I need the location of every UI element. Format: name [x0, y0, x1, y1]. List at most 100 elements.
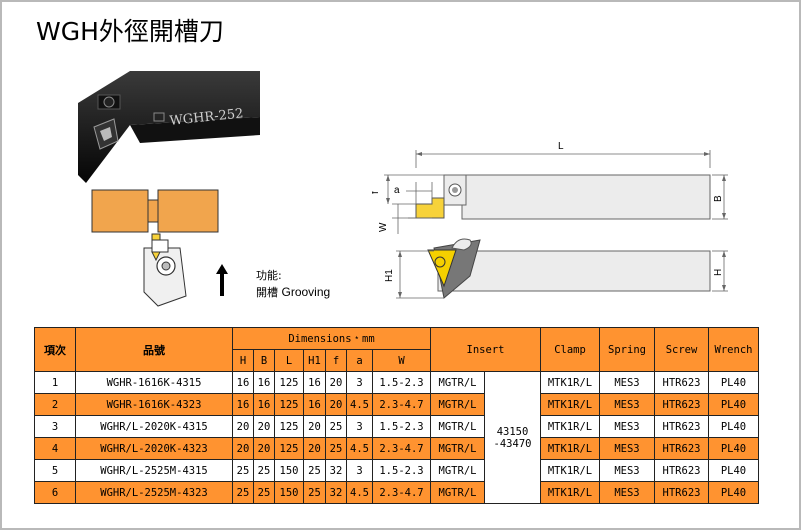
cell-B: 25	[253, 481, 275, 504]
cell-B: 16	[253, 371, 275, 394]
frame-right-border	[799, 0, 801, 530]
dim-L-label: L	[558, 141, 564, 152]
function-caption: 功能: 開槽 Grooving	[256, 268, 330, 301]
cell-screw: HTR623	[654, 437, 709, 460]
header-dim-f: f	[325, 349, 347, 372]
grooving-illustration	[91, 189, 219, 307]
cell-screw: HTR623	[654, 371, 709, 394]
dim-H-label: H	[713, 269, 724, 276]
cell-a: 3	[346, 371, 373, 394]
cell-f: 32	[325, 481, 347, 504]
table-row: 2 WGHR-1616K-4323 16 16 125 16 20 4.5 2.…	[34, 393, 759, 416]
technical-drawing: L B f a W H1 H	[372, 141, 728, 299]
frame-top-border	[0, 0, 801, 2]
cell-wrench: PL40	[708, 393, 759, 416]
cell-f: 25	[325, 415, 347, 438]
cell-L: 125	[274, 437, 304, 460]
cell-insert: MGTR/L	[430, 415, 485, 438]
cell-f: 25	[325, 437, 347, 460]
cell-part: WGHR/L-2020K-4323	[75, 437, 233, 460]
cell-insert: MGTR/L	[430, 371, 485, 394]
cell-f: 32	[325, 459, 347, 482]
cell-W: 1.5-2.3	[372, 459, 431, 482]
cell-H1: 20	[303, 415, 326, 438]
cell-f: 20	[325, 393, 347, 416]
cell-a: 4.5	[346, 481, 373, 504]
cell-part: WGHR/L-2525M-4323	[75, 481, 233, 504]
frame-left-border	[0, 0, 2, 530]
function-value: 開槽 Grooving	[256, 284, 330, 301]
cell-B: 16	[253, 393, 275, 416]
frame-bottom-border	[0, 528, 801, 530]
header-part: 品號	[75, 327, 233, 372]
cell-W: 1.5-2.3	[372, 415, 431, 438]
header-insert: Insert	[430, 327, 541, 372]
cell-W: 2.3-4.7	[372, 481, 431, 504]
header-wrench: Wrench	[708, 327, 759, 372]
cell-insert: MGTR/L	[430, 481, 485, 504]
cell-wrench: PL40	[708, 437, 759, 460]
dim-a-label: a	[394, 185, 400, 196]
cell-H1: 20	[303, 437, 326, 460]
cell-H1: 16	[303, 371, 326, 394]
cell-L: 125	[274, 371, 304, 394]
header-dim-H1: H1	[303, 349, 326, 372]
cell-H: 16	[232, 371, 254, 394]
cell-a: 4.5	[346, 393, 373, 416]
cell-spring: MES3	[599, 393, 655, 416]
header-dim-L: L	[274, 349, 304, 372]
cell-item: 3	[34, 415, 76, 438]
table-row: 6 WGHR/L-2525M-4323 25 25 150 25 32 4.5 …	[34, 481, 759, 504]
cell-screw: HTR623	[654, 393, 709, 416]
cell-a: 4.5	[346, 437, 373, 460]
cell-part: WGHR/L-2020K-4315	[75, 415, 233, 438]
cell-H1: 25	[303, 481, 326, 504]
function-label: 功能:	[256, 269, 282, 282]
cell-insert: MGTR/L	[430, 459, 485, 482]
cell-screw: HTR623	[654, 481, 709, 504]
cell-B: 20	[253, 437, 275, 460]
cell-insert: MGTR/L	[430, 393, 485, 416]
cell-B: 25	[253, 459, 275, 482]
table-row: 4 WGHR/L-2020K-4323 20 20 125 20 25 4.5 …	[34, 437, 759, 460]
table-row: 1 WGHR-1616K-4315 16 16 125 16 20 3 1.5-…	[34, 371, 759, 504]
cell-a: 3	[346, 415, 373, 438]
cell-wrench: PL40	[708, 481, 759, 504]
cell-H1: 16	[303, 393, 326, 416]
cell-spring: MES3	[599, 459, 655, 482]
cell-W: 2.3-4.7	[372, 437, 431, 460]
cell-L: 150	[274, 459, 304, 482]
cell-spring: MES3	[599, 481, 655, 504]
cell-clamp: MTK1R/L	[540, 415, 600, 438]
cell-clamp: MTK1R/L	[540, 437, 600, 460]
cell-item: 5	[34, 459, 76, 482]
cell-H: 25	[232, 481, 254, 504]
cell-H: 16	[232, 393, 254, 416]
insert-code-cell: 43150 -43470	[484, 371, 541, 504]
cell-wrench: PL40	[708, 371, 759, 394]
dim-W-label: W	[378, 222, 389, 232]
cell-a: 3	[346, 459, 373, 482]
cell-B: 20	[253, 415, 275, 438]
cell-W: 1.5-2.3	[372, 371, 431, 394]
cell-part: WGHR-1616K-4323	[75, 393, 233, 416]
cell-W: 2.3-4.7	[372, 393, 431, 416]
function-text-en: Grooving	[281, 285, 331, 299]
header-dimensions: Dimensions﹡mm	[232, 327, 431, 350]
insert-code-line-2: -43470	[493, 437, 532, 450]
insert-code-line-1: 43150	[496, 425, 529, 438]
cell-part: WGHR-1616K-4315	[75, 371, 233, 394]
cell-spring: MES3	[599, 371, 655, 394]
header-dim-a: a	[346, 349, 373, 372]
cell-clamp: MTK1R/L	[540, 393, 600, 416]
dim-B-label: B	[713, 195, 724, 202]
table-row: 5 WGHR/L-2525M-4315 25 25 150 25 32 3 1.…	[34, 459, 759, 482]
cell-wrench: PL40	[708, 459, 759, 482]
table-row: 3 WGHR/L-2020K-4315 20 20 125 20 25 3 1.…	[34, 415, 759, 438]
cell-L: 125	[274, 415, 304, 438]
cell-screw: HTR623	[654, 459, 709, 482]
dim-f-label: f	[372, 191, 381, 194]
cell-item: 2	[34, 393, 76, 416]
cell-spring: MES3	[599, 415, 655, 438]
cell-H: 25	[232, 459, 254, 482]
